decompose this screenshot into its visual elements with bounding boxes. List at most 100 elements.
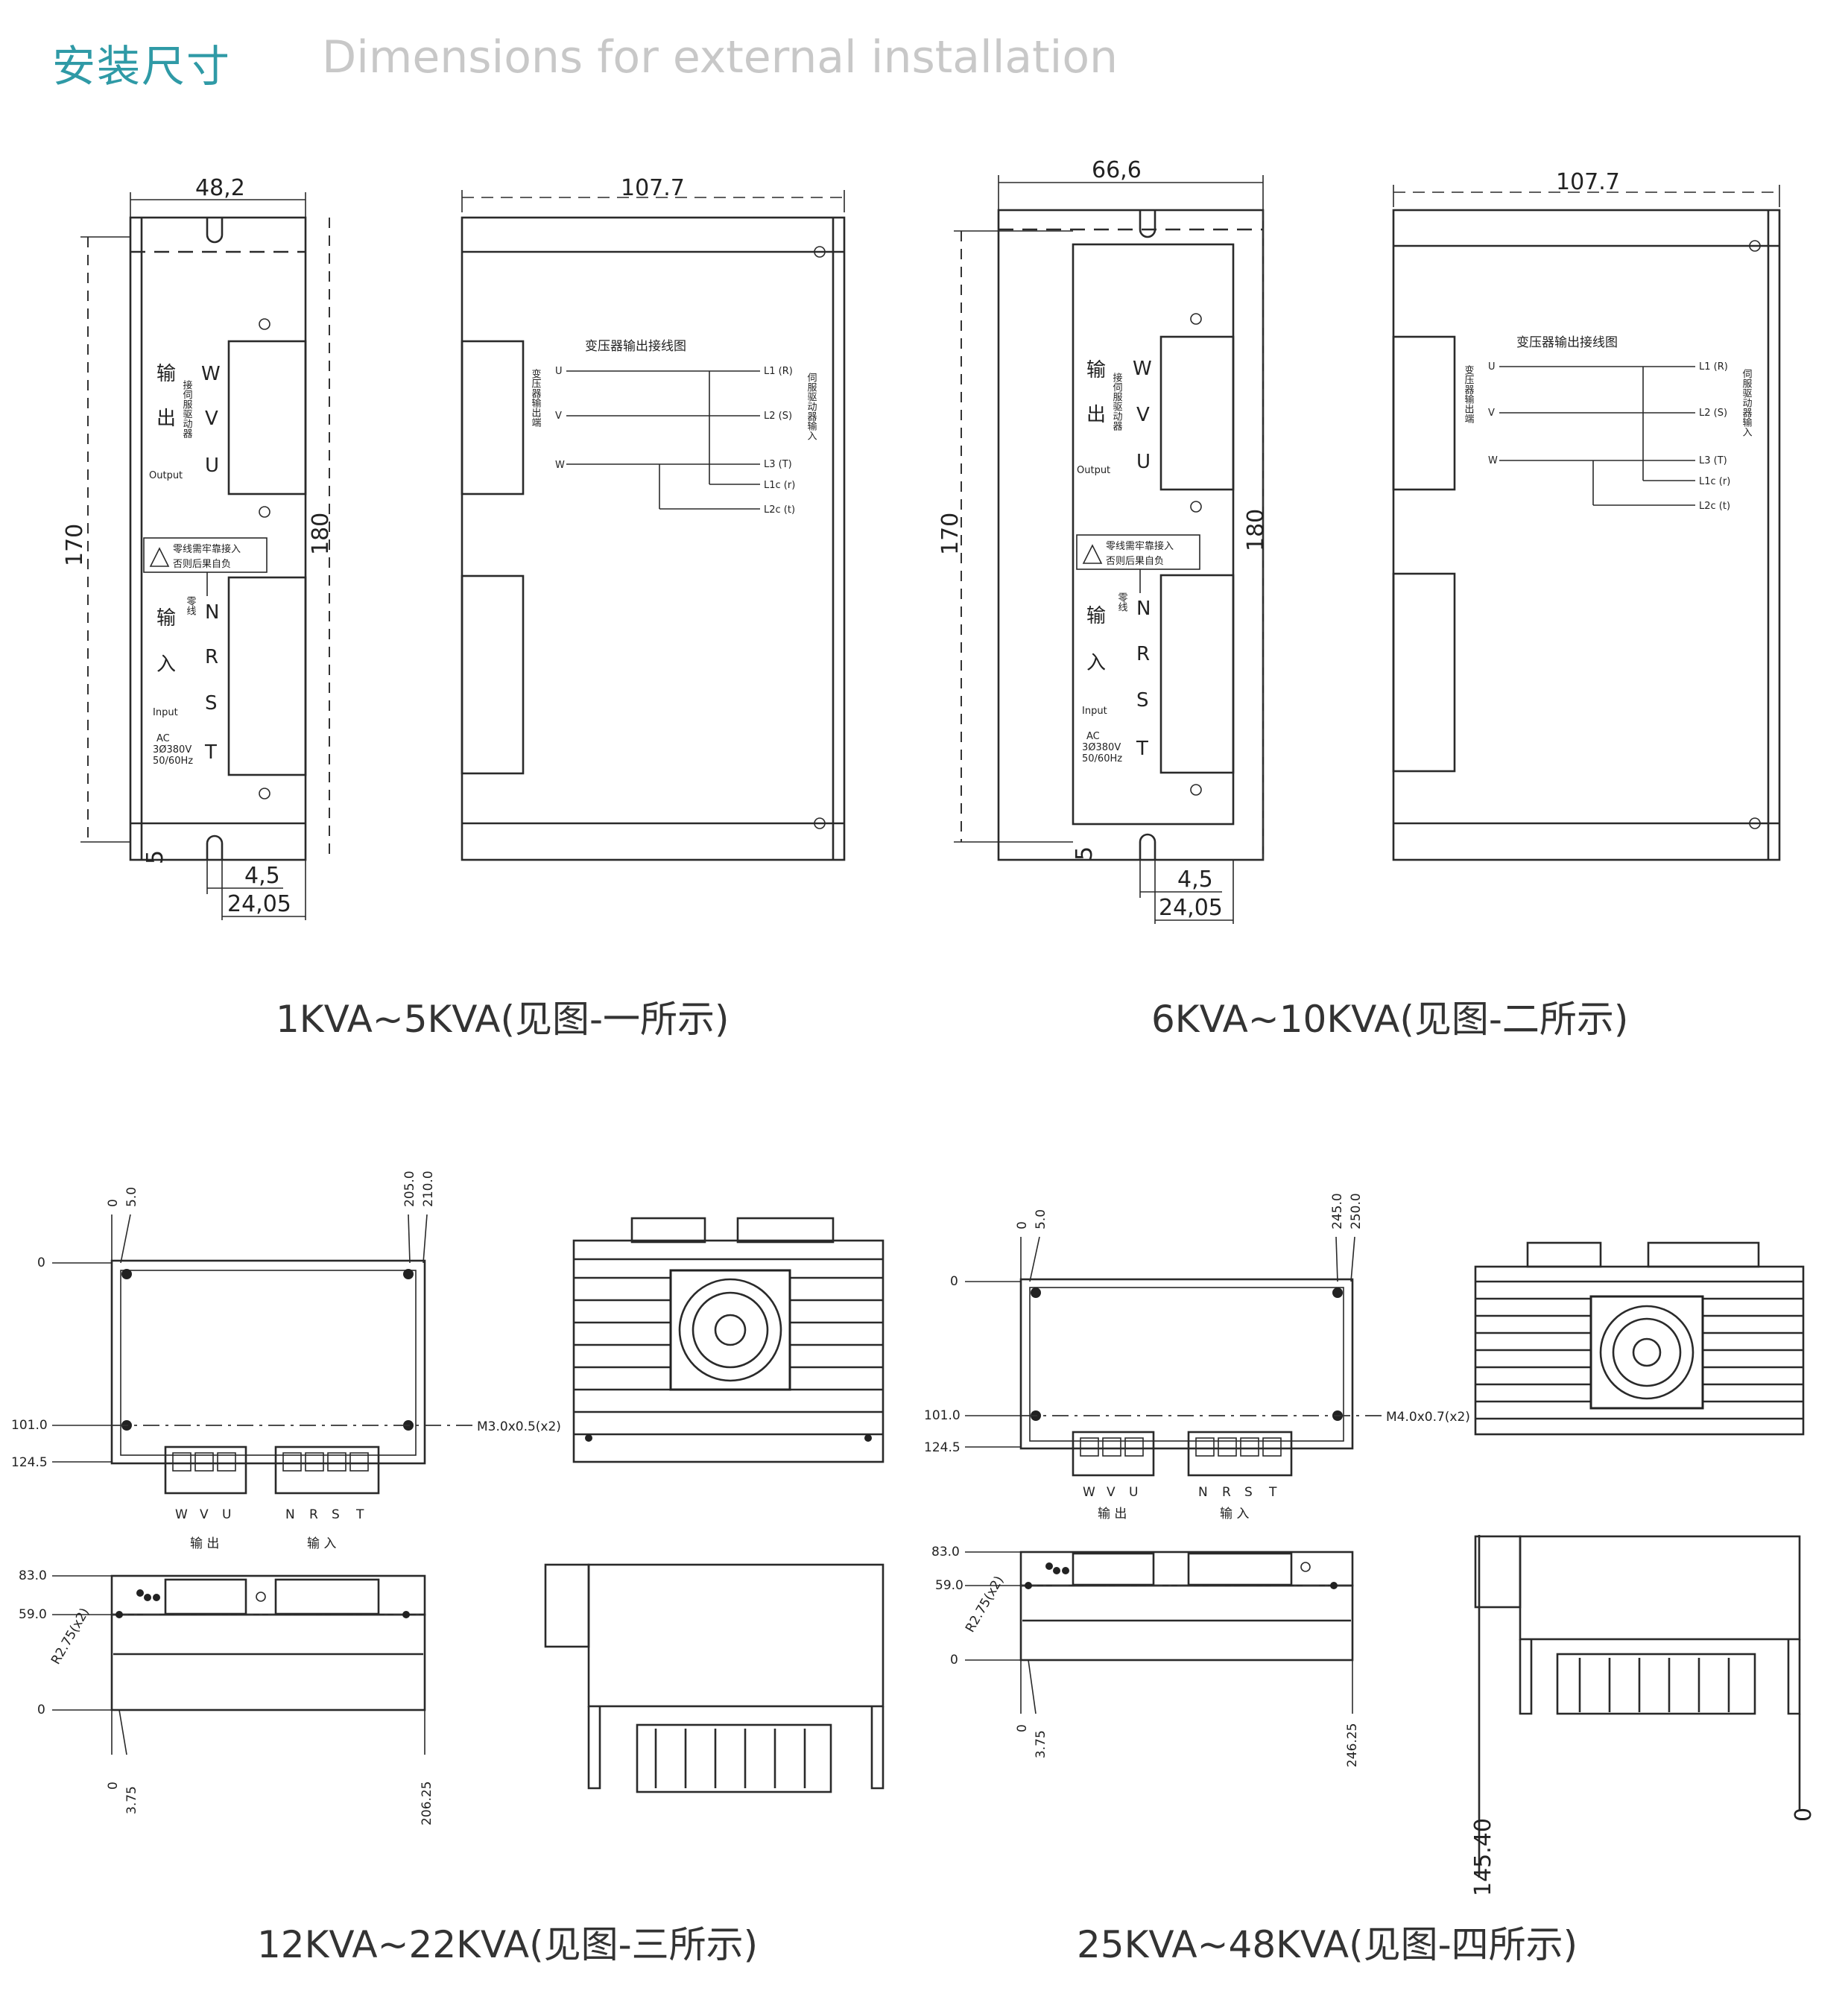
- fig1-out-en: Output: [149, 470, 183, 481]
- fig1-w-U: U: [555, 366, 563, 377]
- figure-1-drawing: 48,2 输 出 Output 接伺服驱动器 W V U 零线需牢靠接入 否则后…: [62, 175, 846, 920]
- fig1-in-en: Input: [153, 707, 178, 718]
- fan-icon: [1599, 1305, 1694, 1400]
- fig1-term-U: U: [205, 455, 219, 477]
- fig1-warn-1: 零线需牢靠接入: [173, 543, 241, 555]
- fig2-w-U: U: [1488, 361, 1496, 373]
- fig3-in-R: R: [309, 1507, 318, 1522]
- fig3-top-210: 210.0: [421, 1171, 436, 1207]
- fig2-depth: 107.7: [1556, 169, 1620, 195]
- fig4-out-W: W: [1083, 1485, 1095, 1500]
- fig1-width-dim: 48,2: [195, 175, 245, 201]
- fig1-term-N: N: [205, 601, 219, 624]
- fig3-out-cn: 输 出: [190, 1536, 219, 1551]
- fig2-w-L1: L1 (R): [1699, 361, 1728, 373]
- fig4-depth-145: 145.40: [1470, 1818, 1496, 1896]
- fig3-out-V: V: [200, 1507, 209, 1522]
- fig1-neutral: 零线: [185, 596, 197, 615]
- fig4-bot-246: 246.25: [1345, 1723, 1360, 1767]
- fig1-w-L1c: L1c (r): [764, 480, 795, 491]
- fig1-w-L2: L2 (S): [764, 411, 792, 422]
- fig3-in-cn: 输 入: [307, 1536, 336, 1551]
- fig3-top-5: 5.0: [124, 1187, 139, 1207]
- fig1-depth: 107.7: [621, 175, 685, 201]
- fig4-out-V: V: [1107, 1485, 1116, 1500]
- fig2-out-side: 接伺服驱动器: [1111, 372, 1123, 431]
- fig3-out-U: U: [222, 1507, 231, 1522]
- fig1-term-S: S: [205, 692, 218, 715]
- fig1-term-W: W: [201, 363, 221, 385]
- fig1-offset: 5: [142, 850, 168, 864]
- fig2-hole-offset: 24,05: [1159, 895, 1223, 921]
- fig2-wiring-title: 变压器输出接线图: [1516, 335, 1618, 350]
- fig2-in-cn-1: 输: [1086, 605, 1106, 627]
- fig4-side-59: 59.0: [935, 1578, 963, 1593]
- fig3-out-W: W: [175, 1507, 188, 1522]
- fig4-left-101: 101.0: [924, 1408, 961, 1423]
- fig2-wiring-left: 变压器输出端: [1463, 364, 1475, 423]
- warning-icon: [1082, 544, 1103, 564]
- fig3-in-N: N: [285, 1507, 295, 1522]
- fig3-top-205: 205.0: [402, 1171, 417, 1207]
- caption-fig1: 1KVA~5KVA(见图-一所示): [276, 998, 730, 1041]
- fig1-wiring-left: 变压器输出端: [530, 368, 542, 427]
- fig2-in-cn-2: 入: [1086, 652, 1106, 674]
- fig2-term-R: R: [1136, 643, 1150, 665]
- fig1-term-R: R: [205, 646, 218, 668]
- fig1-w-L2c: L2c (t): [764, 504, 795, 516]
- fig1-hole-offset: 24,05: [227, 891, 291, 917]
- fig4-in-S: S: [1244, 1485, 1253, 1500]
- fig4-bot-375: 3.75: [1034, 1730, 1048, 1758]
- fig1-out-side: 接伺服驱动器: [181, 379, 193, 439]
- fig2-out-cn-1: 输: [1086, 359, 1106, 381]
- fig1-w-V: V: [555, 411, 562, 422]
- fig4-in-N: N: [1198, 1485, 1208, 1500]
- fig2-height-outer: 180: [1243, 509, 1269, 551]
- fig4-in-cn: 输 入: [1220, 1507, 1249, 1521]
- fig2-neutral: 零线: [1116, 592, 1128, 612]
- fig3-top-0: 0: [106, 1199, 121, 1207]
- fig2-ac-3: 50/60Hz: [1082, 753, 1122, 764]
- fig1-term-T: T: [204, 741, 217, 764]
- fig2-term-W: W: [1133, 358, 1152, 380]
- fig4-out-cn: 输 出: [1098, 1507, 1127, 1521]
- fig2-height-inner: 170: [937, 513, 963, 555]
- fig3-left-101: 101.0: [11, 1418, 48, 1433]
- fig1-wiring-right: 伺服驱动器输入: [806, 373, 817, 440]
- fig2-w-L2: L2 (S): [1699, 408, 1727, 419]
- fig4-side-83: 83.0: [931, 1545, 960, 1559]
- fig4-radius: R2.75(x2): [963, 1574, 1007, 1635]
- fig1-w-L3: L3 (T): [764, 459, 792, 470]
- fig4-top-245: 245.0: [1330, 1193, 1345, 1229]
- fig4-depth-0: 0: [1791, 1808, 1817, 1822]
- fig3-side-0: 0: [37, 1703, 45, 1717]
- fig4-in-R: R: [1222, 1485, 1231, 1500]
- fig2-warn-2: 否则后果自负: [1106, 556, 1164, 567]
- fig1-wiring-title: 变压器输出接线图: [585, 339, 686, 354]
- fig1-slot: 4,5: [244, 863, 280, 889]
- fig1-w-L1: L1 (R): [764, 366, 793, 377]
- section-title-en: Dimensions for external installation: [322, 31, 1118, 83]
- fig1-w-W: W: [555, 460, 565, 471]
- fig1-ac-3: 50/60Hz: [153, 756, 193, 767]
- caption-fig3: 12KVA~22KVA(见图-三所示): [257, 1923, 759, 1966]
- figure-4-drawing: 0 5.0 245.0 250.0 0 101.0 124.5 M4.0x0.7…: [924, 1193, 1817, 1896]
- fig4-bot-0: 0: [1015, 1724, 1030, 1732]
- fig3-bot-0: 0: [106, 1782, 121, 1790]
- fig4-in-T: T: [1268, 1485, 1277, 1500]
- caption-fig4: 25KVA~48KVA(见图-四所示): [1077, 1923, 1578, 1966]
- section-title-cn: 安装尺寸: [52, 41, 232, 92]
- fig4-left-0: 0: [950, 1274, 958, 1289]
- fig4-top-5: 5.0: [1034, 1209, 1048, 1229]
- fig1-out-cn-2: 出: [156, 408, 176, 430]
- fig3-in-T: T: [355, 1507, 364, 1522]
- fig3-side-59: 59.0: [19, 1607, 47, 1622]
- figure-3-drawing: 0 5.0 205.0 210.0 0 101.0 124.5 M3.0x0.5…: [11, 1171, 885, 1825]
- fig1-ac-1: AC: [156, 733, 170, 744]
- fig1-height-inner: 170: [62, 524, 88, 566]
- caption-fig2: 6KVA~10KVA(见图-二所示): [1151, 998, 1629, 1041]
- fan-icon: [678, 1278, 782, 1382]
- fig2-offset: 5: [1072, 846, 1098, 861]
- fig2-warn-1: 零线需牢靠接入: [1106, 540, 1174, 552]
- fig3-left-124: 124.5: [11, 1455, 48, 1470]
